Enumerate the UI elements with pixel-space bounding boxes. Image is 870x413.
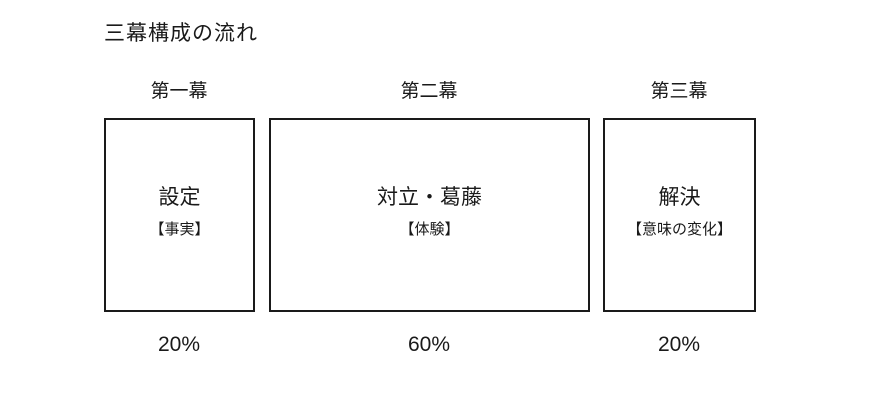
- act-1-box: 設定 【事実】: [104, 118, 255, 312]
- act-1-main: 設定: [158, 184, 201, 209]
- act-2-main: 対立・葛藤: [377, 184, 482, 209]
- act-2-box: 対立・葛藤 【体験】: [269, 118, 590, 312]
- act-1-label: 第一幕: [150, 80, 208, 102]
- act-1-percent: 20%: [157, 333, 201, 356]
- act-3-label: 第三幕: [650, 80, 708, 102]
- act-2-label: 第二幕: [400, 80, 458, 102]
- act-3-percent: 20%: [657, 333, 701, 356]
- act-3-main: 解決: [658, 184, 701, 209]
- act-2-percent: 60%: [407, 333, 451, 356]
- act-3-box: 解決 【意味の変化】: [603, 118, 756, 312]
- act-2-sub: 【体験】: [399, 220, 460, 239]
- diagram-title: 三幕構成の流れ: [104, 21, 258, 45]
- act-3-sub: 【意味の変化】: [626, 220, 732, 239]
- act-1-sub: 【事実】: [149, 220, 210, 239]
